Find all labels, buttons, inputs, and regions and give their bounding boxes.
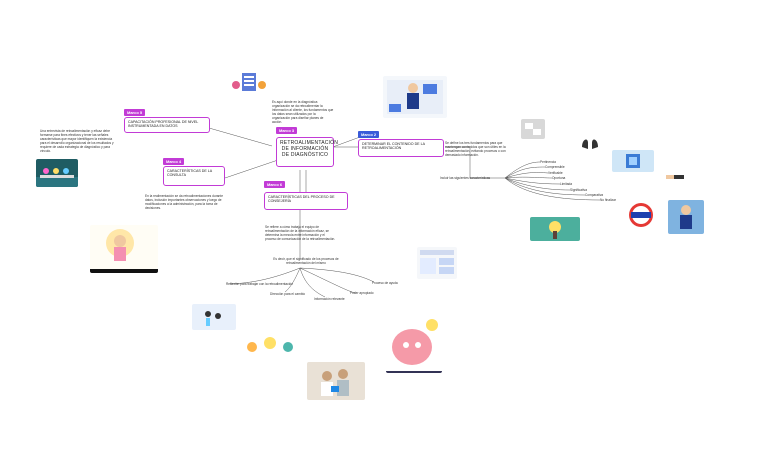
dashboard-mockup xyxy=(417,247,457,279)
tag-marco-2: Marco 2 xyxy=(358,131,380,138)
right-leaf-8: No finalizar xyxy=(600,198,616,202)
puzzle-icon xyxy=(521,119,545,139)
teamwork-illustration xyxy=(192,304,236,330)
text-marco-6: Se refiere a cómo trabaja el equipo de r… xyxy=(265,225,336,241)
limited-badge xyxy=(628,202,654,228)
business-man-illustration xyxy=(668,200,704,234)
bottom-leaf-4: Poder apropiado xyxy=(350,291,374,295)
people-ideas-illustration xyxy=(242,335,298,357)
node-marco-4-text: CARACTERÍSTICAS DE LA CONSULTA xyxy=(167,169,212,178)
video-presentation-thumbnail xyxy=(90,225,158,273)
right-leaf-5: Limitada xyxy=(560,182,573,186)
main-topic-text: RETROALIMENTACIÓN DE INFORMACIÓN DE DIAG… xyxy=(280,140,339,158)
stressed-worker-illustration xyxy=(383,76,447,118)
node-marco-2: DETERMINAR EL CONTENIDO DE LA RETROALIME… xyxy=(358,139,444,157)
data-people-illustration xyxy=(612,150,654,172)
handshake-icon xyxy=(664,169,686,185)
right-leaf-2: Comprensible xyxy=(545,165,565,169)
meeting-room-photo xyxy=(36,159,78,187)
text-marco-2: Se define los tres fundamentos para que … xyxy=(445,141,506,157)
text-marco-4: En la realimentación se da retroalimenta… xyxy=(145,194,223,210)
bottom-leaf-2: Dirección para el cambio xyxy=(270,292,306,296)
bottom-leaf-5: Proceso de ayuda xyxy=(372,281,398,285)
bottom-leaf-1: Reflexión para trabajar con la retroalim… xyxy=(226,282,293,286)
right-hub: Incluir las siguientes características xyxy=(440,176,491,180)
tag-marco-3: Marco 3 xyxy=(276,127,298,134)
family-tablet-photo xyxy=(307,362,365,400)
tag-marco-6: Marco 6 xyxy=(264,181,286,188)
node-marco-6: CARACTERÍSTICAS DEL PROCESO DE CONSEJERÍ… xyxy=(264,192,348,210)
intro-text: Es aquí donde en la diagnóstica organiza… xyxy=(272,100,334,124)
right-leaf-1: Pertinencia xyxy=(540,160,556,164)
right-leaf-3: Verificable xyxy=(548,171,563,175)
node-marco-2-text: DETERMINAR EL CONTENIDO DE LA RETROALIME… xyxy=(362,142,425,151)
tag-marco-5: Marco 5 xyxy=(124,109,146,116)
tag-marco-4: Marco 4 xyxy=(163,158,185,165)
right-leaf-6: Significativa xyxy=(570,188,588,192)
right-leaf-4: Oportuna xyxy=(552,176,566,180)
node-marco-4: CARACTERÍSTICAS DE LA CONSULTA xyxy=(163,166,225,186)
bottom-leaf-3: Información relevante xyxy=(314,297,345,301)
bottom-hub: Es decir, que el significado de los proc… xyxy=(273,257,339,265)
node-marco-6-text: CARACTERÍSTICAS DEL PROCESO DE CONSEJERÍ… xyxy=(268,195,335,204)
people-talking-icon xyxy=(578,133,602,153)
brain-mascot xyxy=(386,315,442,373)
main-topic: RETROALIMENTACIÓN DE INFORMACIÓN DE DIAG… xyxy=(276,137,338,167)
idea-tree-photo xyxy=(530,217,580,241)
checklist-illustration xyxy=(230,71,270,95)
node-marco-5: CAPACITACIÓN PROFESIONAL DE NIVEL INSTRU… xyxy=(124,117,210,133)
right-leaf-7: Comparativa xyxy=(585,193,604,197)
text-marco-5: Una entrevista de retroalimentación y ef… xyxy=(40,129,114,153)
node-marco-5-text: CAPACITACIÓN PROFESIONAL DE NIVEL INSTRU… xyxy=(128,120,199,129)
